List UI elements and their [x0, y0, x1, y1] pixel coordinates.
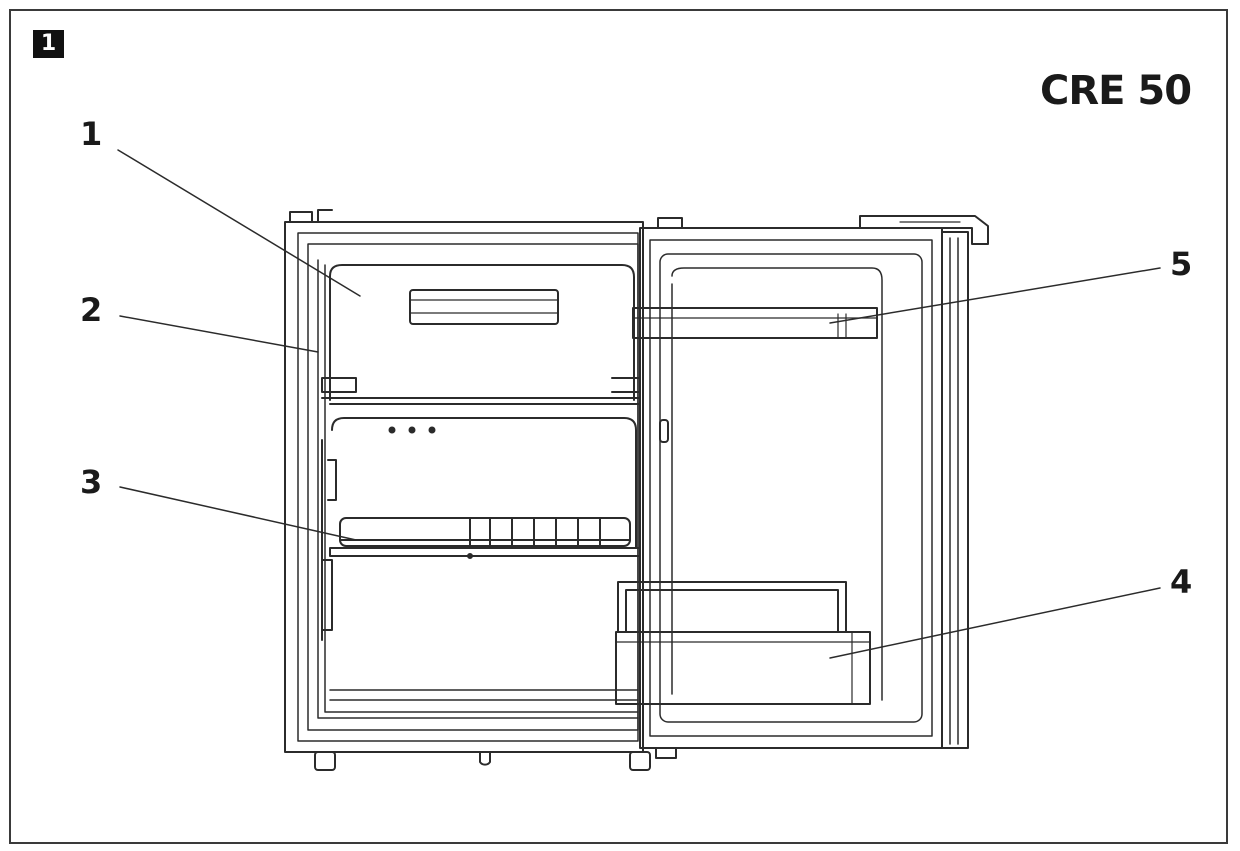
callout-number-3: 3 [80, 463, 103, 501]
cabinet [284, 209, 651, 771]
wire-shelf [329, 517, 641, 559]
leader-line-2 [119, 315, 319, 353]
lower-door-shelf [615, 581, 871, 705]
callout-number-4: 4 [1170, 563, 1193, 601]
model-label: CRE 50 [1040, 68, 1192, 114]
callout-number-1: 1 [80, 115, 103, 153]
figure-frame [9, 9, 1228, 844]
inner-liner [317, 259, 639, 719]
upper-door-shelf [632, 307, 878, 339]
fridge-interior [321, 417, 637, 641]
leader-line-1 [117, 149, 361, 297]
freezer-compartment [321, 264, 641, 405]
leader-line-4 [829, 587, 1161, 659]
callout-number-2: 2 [80, 291, 103, 329]
leader-lines [117, 149, 1161, 659]
figure-number-badge: 1 [33, 30, 64, 58]
door [639, 215, 989, 759]
callout-number-5: 5 [1170, 245, 1193, 283]
leader-line-3 [119, 486, 357, 541]
leader-line-5 [829, 267, 1161, 324]
